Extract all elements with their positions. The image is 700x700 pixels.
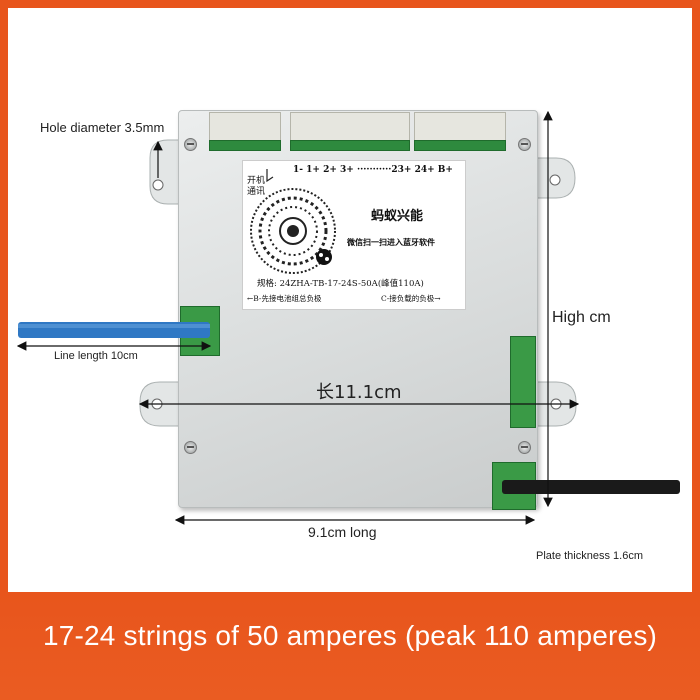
height-label: High cm <box>552 309 611 326</box>
spec-text: 规格: 24ZHA-TB-17-24S-50A(峰值110A) <box>257 279 424 289</box>
screw-bottom-left <box>184 441 197 454</box>
product-label: 1- 1+ 2+ 3+ ···········23+ 24+ B+ 开机 通讯 … <box>242 160 466 310</box>
hole-diameter-label: Hole diameter 3.5mm <box>40 120 165 135</box>
qr-code-graphic <box>250 169 336 274</box>
brand-name: 蚂蚁兴能 <box>371 209 424 224</box>
hole-top-left <box>152 179 164 191</box>
black-wire <box>502 480 680 494</box>
scan-instruction: 微信扫一扫进入蓝牙软件 <box>347 237 435 247</box>
screw-top-left <box>184 138 197 151</box>
width-label: 长11.1cm <box>316 382 402 403</box>
top-connector-1-base <box>209 140 281 151</box>
switch-label-line1: 开机 <box>247 176 266 186</box>
b-minus-note: ←B-先接电池组总负极 <box>247 294 322 303</box>
length-label: 9.1cm long <box>308 524 377 540</box>
top-connector-2-base <box>290 140 410 151</box>
c-minus-note: C-接负载的负极→ <box>381 294 441 303</box>
wechat-icon <box>316 249 332 265</box>
line-length-label: Line length 10cm <box>54 350 138 362</box>
caption-text: 17-24 strings of 50 amperes (peak 110 am… <box>42 620 658 651</box>
screw-bottom-right <box>518 441 531 454</box>
screw-top-right <box>518 138 531 151</box>
pin-sequence: 1- 1+ 2+ 3+ ···········23+ 24+ B+ <box>293 165 453 175</box>
thickness-label: Plate thickness 1.6cm <box>536 550 643 562</box>
caption-band <box>0 592 700 700</box>
right-side-connector <box>510 336 536 428</box>
top-connector-3-base <box>414 140 506 151</box>
switch-label-line2: 通讯 <box>247 187 266 197</box>
